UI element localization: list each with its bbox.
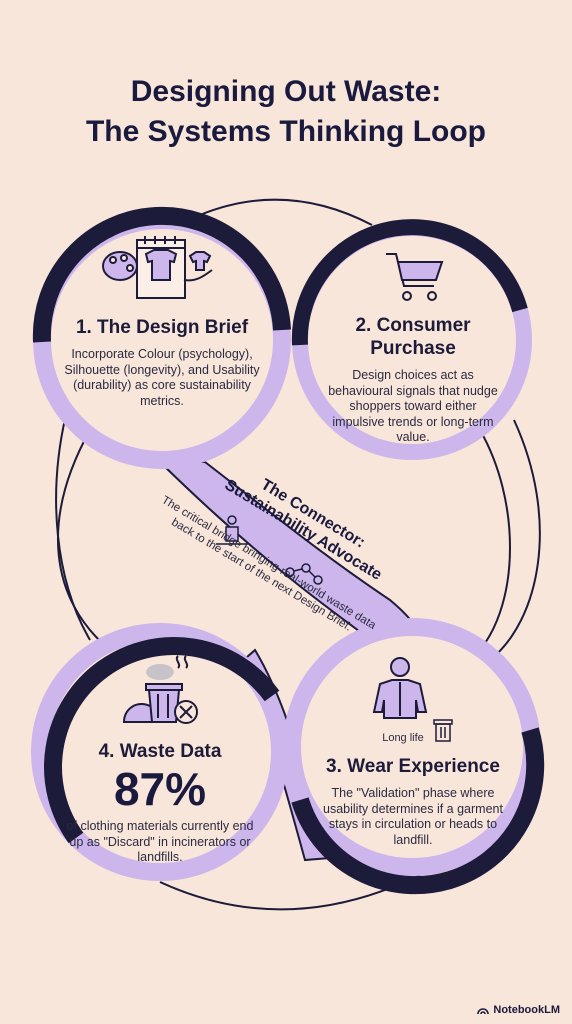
title-line-1: Designing Out Waste:	[130, 75, 442, 108]
stage-consumer-purchase: 2. Consumer Purchase Design choices act …	[328, 314, 498, 446]
waste-data-body: of clothing materials currently end up a…	[66, 819, 254, 864]
people-chart-icon	[216, 515, 248, 545]
brand-name: NotebookLM	[493, 1004, 560, 1016]
long-life-label: Long life	[382, 732, 424, 744]
tshirt-icon	[144, 249, 178, 281]
waste-data-heading: 4. Waste Data	[98, 741, 222, 762]
stage-wear-experience-ring	[283, 618, 545, 895]
stage-consumer-purchase-ring	[291, 219, 532, 460]
design-brief-heading: 1. The Design Brief	[75, 317, 249, 338]
notebooklm-logo-icon	[477, 1008, 490, 1015]
stage-design-brief: 1. The Design Brief Incorporate Colour (…	[62, 316, 262, 409]
inner-loop-line	[57, 429, 511, 651]
page-title: Designing Out Waste: The Systems Thinkin…	[0, 72, 572, 152]
hand-garment-icon	[183, 251, 213, 282]
shopping-cart-icon	[386, 253, 444, 301]
wear-experience-body: The "Validation" phase where usability d…	[323, 786, 503, 847]
consumer-purchase-heading-line1: 2. Consumer	[355, 315, 471, 336]
stage-design-brief-ring	[32, 206, 291, 469]
consumer-purchase-heading-line2: Purchase	[370, 338, 456, 359]
cross-circle-icon	[174, 700, 198, 724]
consumer-purchase-body: Design choices act as behavioural signal…	[328, 368, 498, 444]
trash-bin-icon	[145, 683, 183, 723]
stage-waste-data-ring	[31, 623, 289, 881]
design-brief-body: Incorporate Colour (psychology), Silhoue…	[64, 347, 260, 408]
stage-wear-experience: 3. Wear Experience The "Validation" phas…	[318, 755, 508, 848]
network-nodes-icon	[285, 563, 323, 585]
stage-waste-data: 4. Waste Data 87% of clothing materials …	[60, 740, 260, 866]
trash-can-icon	[433, 719, 453, 742]
waste-data-stat: 87%	[113, 763, 207, 815]
title-line-2: The Systems Thinking Loop	[85, 115, 487, 148]
palette-icon	[102, 251, 138, 281]
wear-experience-heading: 3. Wear Experience	[326, 756, 500, 777]
brand-badge: NotebookLM	[477, 1004, 560, 1016]
consumer-purchase-heading: 2. Consumer Purchase	[328, 314, 498, 360]
person-shirt-icon	[372, 657, 428, 719]
